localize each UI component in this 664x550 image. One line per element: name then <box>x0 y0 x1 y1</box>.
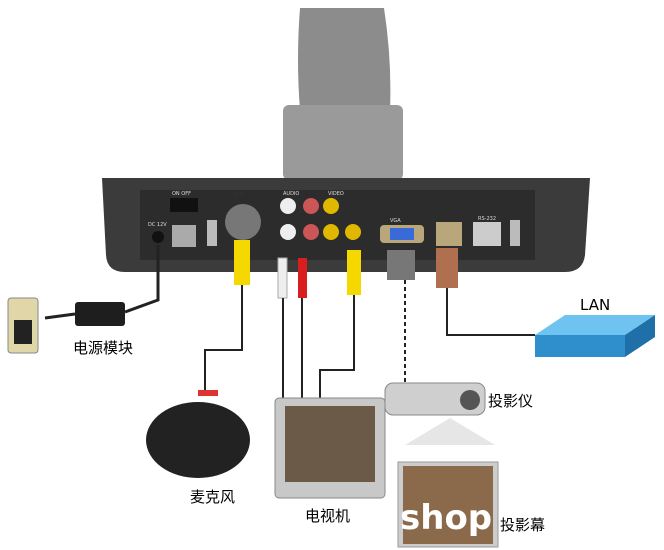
lan-cable <box>446 288 535 336</box>
switch-port <box>170 198 198 212</box>
dc-label: DC 12V <box>148 222 167 228</box>
screen-label: 投影幕 <box>500 516 546 534</box>
mic-port-label: MIC <box>235 192 245 198</box>
mic-label: 麦克风 <box>190 488 236 506</box>
video-label: VIDEO <box>328 191 344 197</box>
tv-label: 电视机 <box>305 507 351 525</box>
microphone <box>146 402 250 478</box>
dc-port <box>152 231 164 243</box>
rs232-port <box>473 222 501 246</box>
switch-label: ON OFF <box>172 191 191 197</box>
camera-head <box>298 8 391 110</box>
camera-neck <box>283 105 403 180</box>
lan-switch <box>535 315 655 335</box>
power-label: 电源模块 <box>73 339 134 357</box>
mic-port <box>225 204 261 240</box>
rs232-label: RS-232 <box>478 216 496 222</box>
lan-port-2 <box>436 222 462 246</box>
projector <box>384 382 486 416</box>
lan-port-1 <box>172 225 196 247</box>
vga-label: VGA <box>390 218 401 224</box>
power-cable <box>124 245 160 314</box>
usb-port-2 <box>510 220 520 246</box>
lan-label: LAN <box>580 296 611 314</box>
usb-port-1 <box>207 220 217 246</box>
projector-label: 投影仪 <box>488 392 534 410</box>
audio-label: AUDIO <box>283 191 300 197</box>
watermark: shop <box>400 498 493 538</box>
mic-cable <box>204 285 243 395</box>
power-adapter <box>75 302 125 326</box>
